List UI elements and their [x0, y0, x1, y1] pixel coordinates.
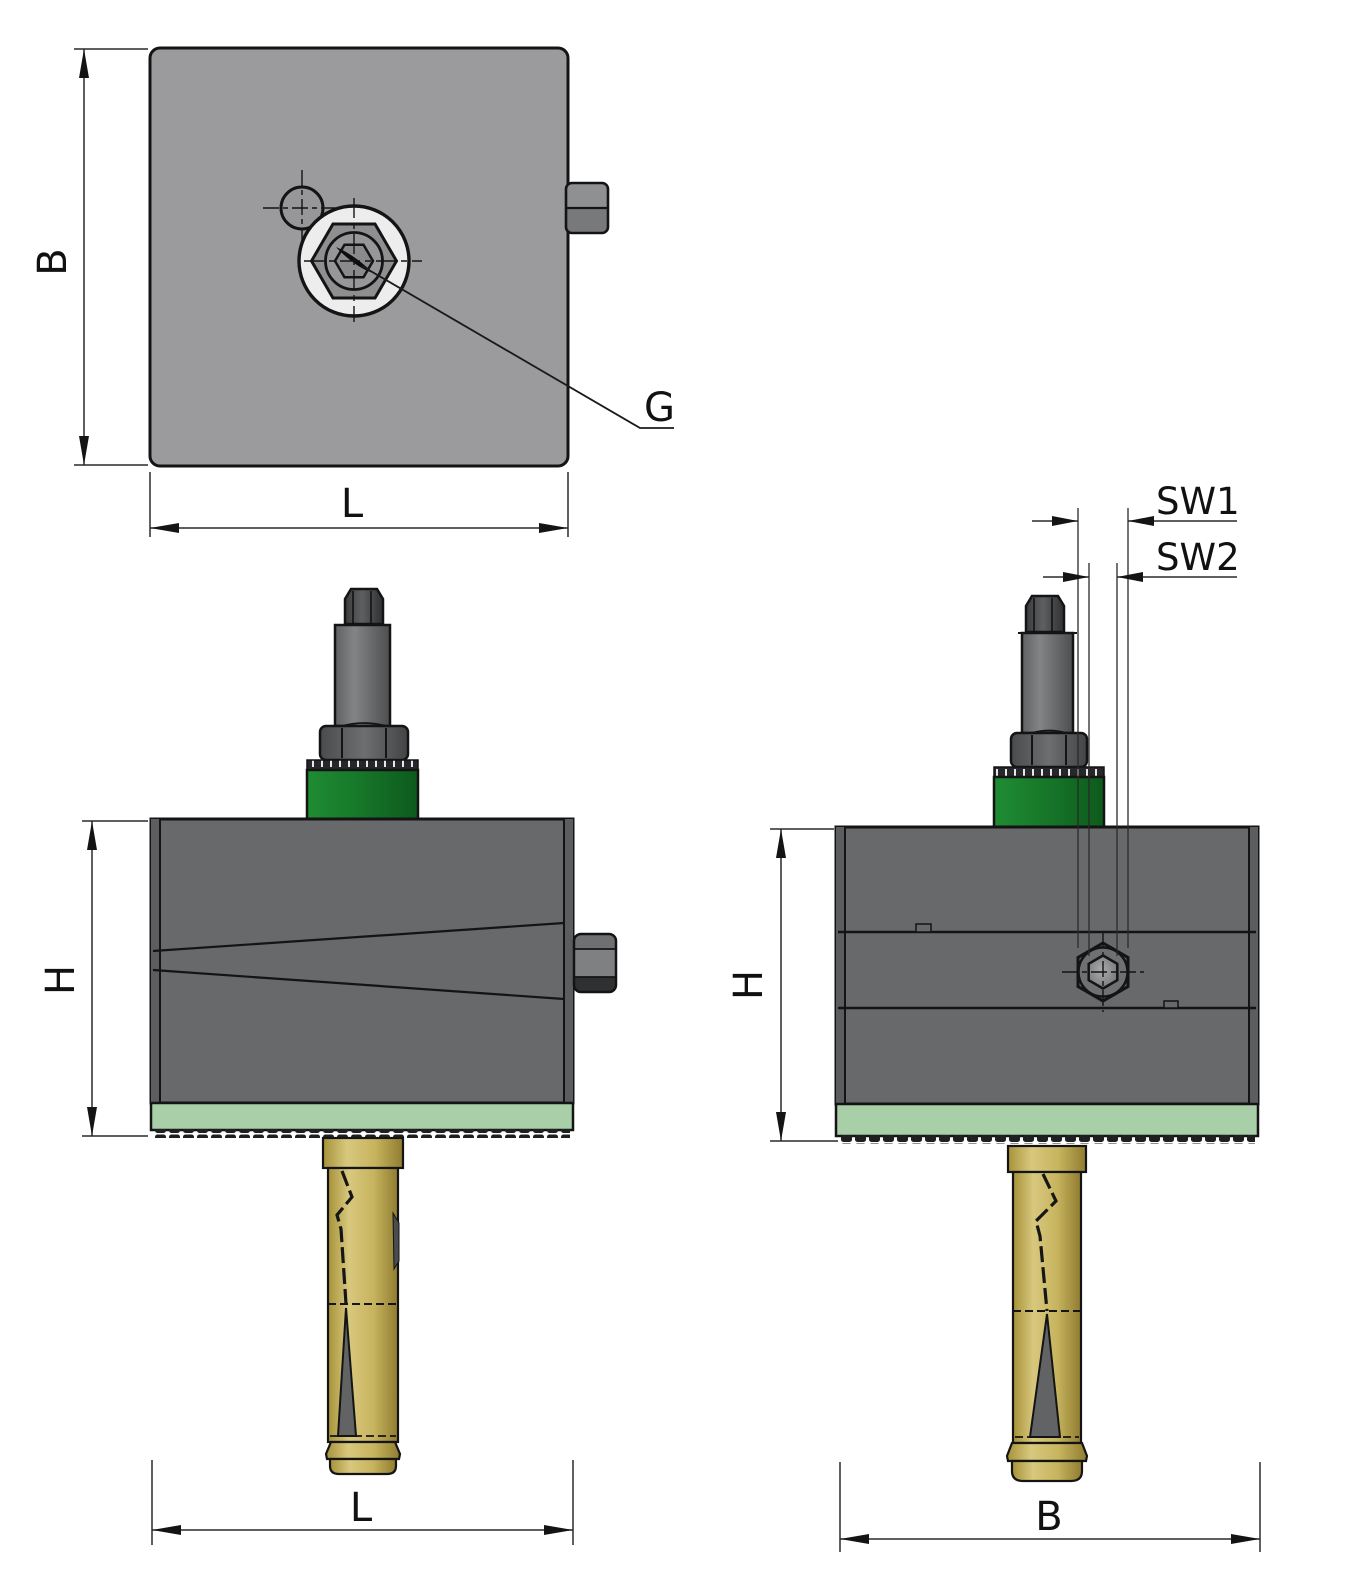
top-view: G B L: [30, 46, 675, 537]
dimension-b-top: [74, 48, 148, 466]
arrowhead-up: [776, 829, 786, 858]
arrowhead-left: [152, 1525, 181, 1535]
block-left-edge: [151, 819, 160, 1103]
dim-label-sw1: SW1: [1156, 480, 1240, 523]
stem-hex-head: [343, 587, 385, 626]
arrowhead-left: [840, 1534, 869, 1544]
anchor-tip-flare: [1005, 1441, 1089, 1463]
arrowhead-right: [1231, 1534, 1260, 1544]
dimension-h-front: [82, 820, 148, 1137]
front-view: H L: [38, 587, 618, 1545]
arrowhead-up: [87, 821, 97, 850]
anchor-tip-cap: [328, 1457, 398, 1476]
dim-label-l-top: L: [341, 481, 364, 527]
dim-label-b-top: B: [30, 248, 76, 275]
plug-lower-facet: [566, 208, 608, 233]
thread-label-g: G: [644, 385, 675, 431]
green-base-strip: [834, 1102, 1260, 1138]
block-right-edge: [564, 819, 573, 1103]
anchor-tip-cap: [1010, 1459, 1084, 1483]
thread-leader-line: [361, 265, 674, 429]
dim-label-sw2: SW2: [1156, 536, 1240, 579]
side-plug-top-view: [564, 181, 610, 235]
block-body: [149, 817, 575, 1105]
stem-shaft: [333, 623, 392, 728]
arrowhead-left: [150, 523, 179, 533]
anchor-bolt-front: [321, 1136, 405, 1476]
sw-extension-lines: [1077, 508, 1129, 956]
stem-hex-nut: [1009, 731, 1089, 769]
block-right-edge: [1249, 827, 1258, 1104]
dimension-h-side: [770, 828, 838, 1142]
anchor-bolt-side: [1005, 1144, 1089, 1483]
anchor-expansion-slot: [335, 1170, 354, 1305]
anchor-tip-flare: [324, 1440, 402, 1461]
arrowhead-down: [776, 1112, 786, 1141]
anchor-collar: [321, 1136, 405, 1170]
green-cap-cylinder: [992, 775, 1106, 829]
nut-crown-arc: [341, 722, 387, 727]
anchor-shaft: [326, 1166, 400, 1444]
dim-label-l-front: L: [350, 1485, 373, 1531]
arrowhead-right: [544, 1525, 573, 1535]
stem-hex-nut: [318, 724, 410, 762]
anchor-side-slit: [392, 1211, 400, 1271]
arrowhead-right: [539, 523, 568, 533]
serrated-bottom-edge: [839, 1135, 1255, 1144]
green-base-strip: [149, 1101, 575, 1132]
dimension-b-side: [839, 1462, 1261, 1552]
stem-shaft: [1020, 631, 1075, 735]
arrowhead-right: [1052, 516, 1078, 526]
arrowhead-left: [1117, 572, 1143, 582]
dim-label-h-front: H: [38, 965, 84, 995]
wedge-slot-line-upper: [152, 921, 565, 953]
arrowhead-down: [79, 436, 89, 465]
split-line-notch: [915, 923, 932, 933]
plug-outline: [572, 932, 618, 994]
wedge-slot-line-lower: [152, 968, 565, 1001]
arrowhead-down: [87, 1107, 97, 1136]
serrated-washer: [993, 766, 1105, 778]
dim-label-h-side: H: [726, 970, 772, 1000]
nut-crown-arc: [1031, 729, 1067, 734]
serrated-washer: [306, 759, 419, 771]
side-view: SW1 SW2 H B: [726, 480, 1261, 1552]
plug-bottom-facet: [574, 977, 616, 992]
anchor-collar: [1006, 1144, 1088, 1174]
green-cap-cylinder: [305, 768, 420, 821]
dimension-l-top: [149, 472, 569, 537]
block-body: [834, 825, 1260, 1106]
arrowhead-right: [1063, 572, 1089, 582]
plug-top-facet: [574, 934, 616, 949]
block-left-edge: [836, 827, 845, 1104]
arrowhead-left: [1128, 516, 1154, 526]
dim-label-b-side: B: [1035, 1494, 1062, 1540]
stem-hex-head: [1024, 594, 1066, 634]
side-plug-front-view: [572, 932, 618, 994]
anchor-expansion-slot: [1034, 1173, 1058, 1312]
serrated-bottom-edge: [154, 1129, 570, 1138]
dimension-l-front: [151, 1460, 574, 1545]
arrowhead-up: [79, 49, 89, 78]
split-line-notch: [1163, 1000, 1179, 1009]
